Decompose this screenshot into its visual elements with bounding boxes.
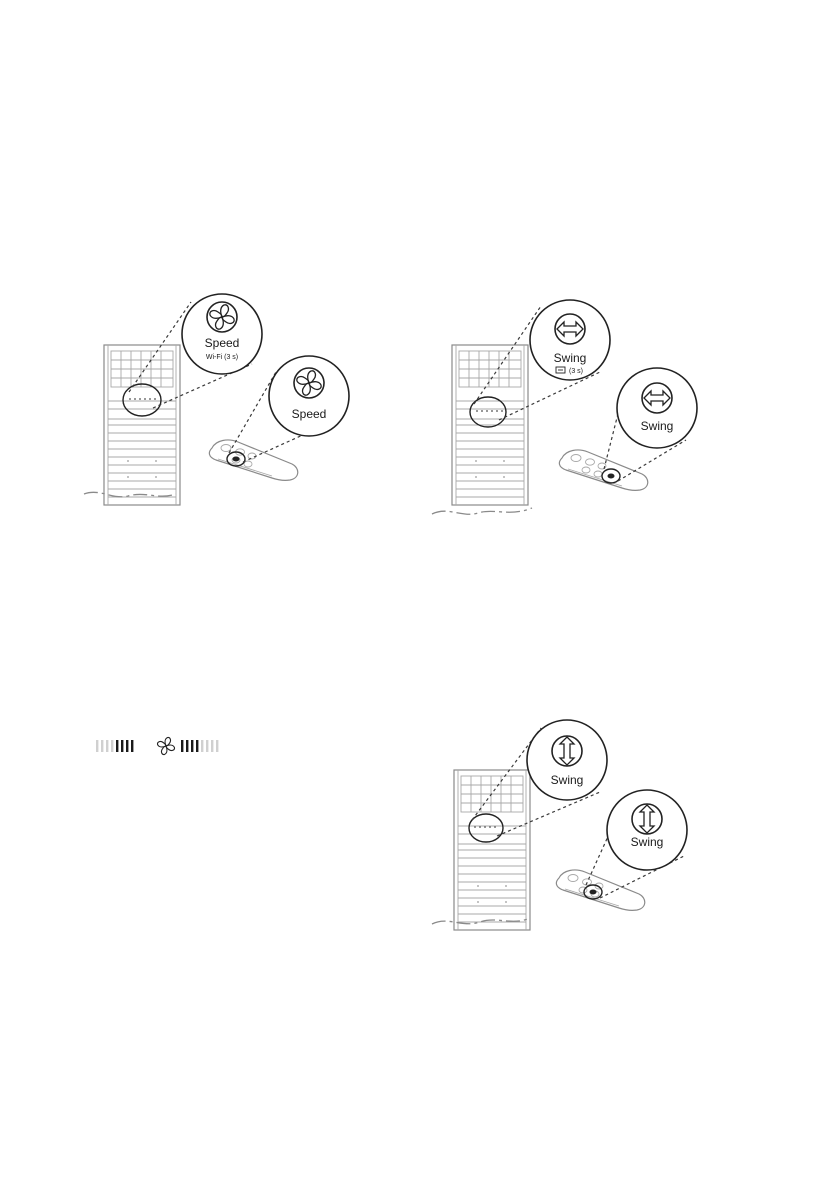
speed-bar-inactive: [216, 740, 218, 752]
swing-button-icon: [552, 736, 582, 766]
fan-speed-indicator: [96, 738, 218, 755]
speed-bar-active: [191, 740, 193, 752]
speed-bar-inactive: [111, 740, 113, 752]
indoor-unit: [104, 345, 180, 505]
speed-bar-inactive: [211, 740, 213, 752]
panel-highlight: [469, 814, 503, 842]
speed-bar-active: [116, 740, 118, 752]
indoor-unit: [452, 345, 528, 505]
speed-label: Speed: [205, 336, 240, 350]
speed-diagram: Speed Wi-Fi (3 s) Speed: [84, 294, 349, 505]
speed-bar-active: [131, 740, 133, 752]
speed-bar-active: [181, 740, 183, 752]
speed-bar-active: [196, 740, 198, 752]
speed-bar-inactive: [106, 740, 108, 752]
remote-swing-label: Swing: [641, 419, 674, 433]
remote-controller: [556, 870, 644, 910]
floor-line: [432, 918, 530, 924]
speed-bars-left: [96, 740, 133, 752]
remote-controller: [559, 450, 647, 490]
speed-bars-right: [181, 740, 218, 752]
fan-icon: [158, 738, 175, 755]
floor-line: [432, 508, 532, 514]
remote-swing-label: Swing: [631, 835, 664, 849]
speed-bar-active: [121, 740, 123, 752]
remote-controller: [209, 440, 297, 480]
speed-bar-inactive: [96, 740, 98, 752]
speed-bar-inactive: [206, 740, 208, 752]
remote-swing-icon: [632, 804, 662, 834]
swing-vertical-diagram: Swing Swing: [432, 720, 687, 930]
swing-button-icon: [555, 314, 585, 344]
swing-horizontal-diagram: Swing (3 s) Swing: [432, 300, 697, 514]
swing-label: Swing: [554, 351, 587, 365]
remote-swing-icon: [642, 383, 672, 413]
floor-line: [84, 492, 176, 497]
speed-bar-active: [186, 740, 188, 752]
remote-speed-label: Speed: [292, 407, 327, 421]
swing-label: Swing: [551, 773, 584, 787]
wifi-label: Wi-Fi (3 s): [206, 354, 238, 361]
speed-bar-active: [126, 740, 128, 752]
panel-highlight: [123, 384, 161, 416]
swing-hold-label: (3 s): [569, 368, 583, 375]
speed-bar-inactive: [201, 740, 203, 752]
speed-bar-inactive: [101, 740, 103, 752]
